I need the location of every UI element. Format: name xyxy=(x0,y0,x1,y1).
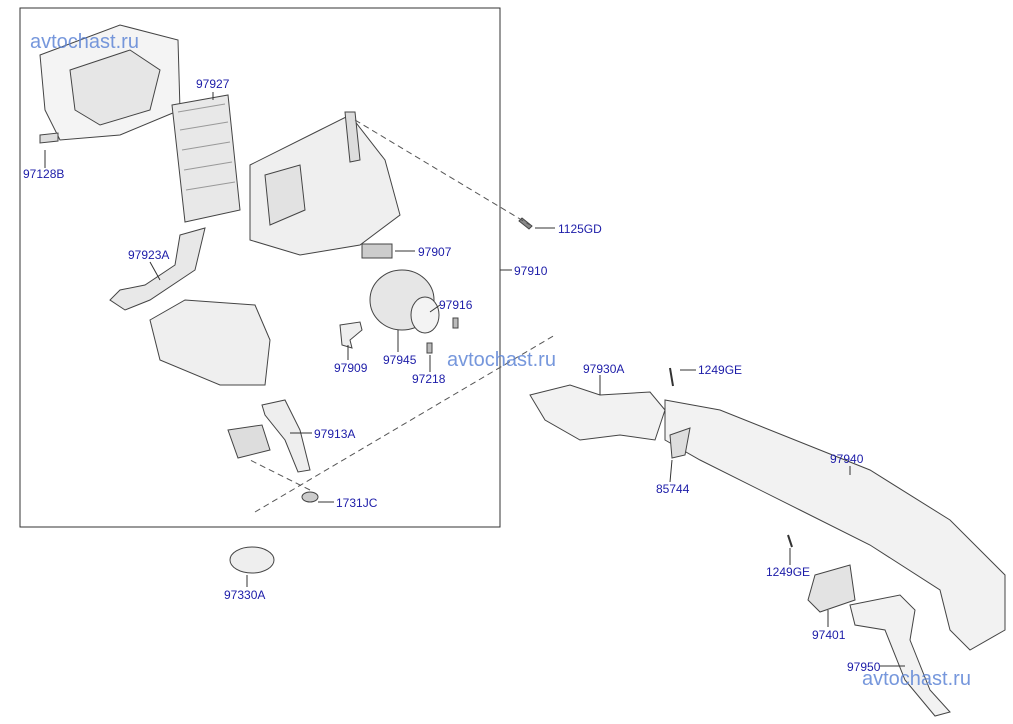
part-lower-case xyxy=(149,299,271,386)
part-label-97950[interactable]: 97950 xyxy=(847,660,881,674)
part-cover-97401 xyxy=(807,564,856,613)
part-label-97923A[interactable]: 97923A xyxy=(128,248,170,262)
assembly-frame xyxy=(19,7,501,528)
part-label-1249GE-2[interactable]: 1249GE xyxy=(766,565,811,579)
watermark: avtochast.ru xyxy=(30,31,139,53)
part-label-1249GE[interactable]: 1249GE xyxy=(698,363,743,377)
part-label-97913A[interactable]: 97913A xyxy=(314,427,356,441)
part-label-85744[interactable]: 85744 xyxy=(656,482,690,496)
part-grommet xyxy=(301,491,319,503)
part-label-1125GD[interactable]: 1125GD xyxy=(558,222,602,236)
part-label-97930A[interactable]: 97930A xyxy=(583,362,625,376)
part-screw-97916 xyxy=(452,317,459,329)
part-hose-assy xyxy=(109,227,206,311)
watermark: avtochast.ru xyxy=(862,668,971,690)
part-label-97916[interactable]: 97916 xyxy=(439,298,473,312)
part-screw-1249GE xyxy=(669,367,674,387)
part-label-97907[interactable]: 97907 xyxy=(418,245,452,259)
part-seal xyxy=(227,424,271,459)
part-duct-97930A xyxy=(529,384,666,441)
part-drain-hose xyxy=(339,321,363,349)
part-clip xyxy=(39,132,59,144)
part-bracket-85744 xyxy=(669,427,691,459)
watermark: avtochast.ru xyxy=(447,349,556,371)
part-label-97401[interactable]: 97401 xyxy=(812,628,846,642)
part-plug-97330A xyxy=(229,546,275,574)
part-label-97909[interactable]: 97909 xyxy=(334,361,368,375)
part-screw-1249GE-2 xyxy=(787,534,793,548)
part-label-97330A[interactable]: 97330A xyxy=(224,588,266,602)
part-duct-97950 xyxy=(849,594,951,717)
part-label-97910[interactable]: 97910 xyxy=(514,264,548,278)
part-duct-97940 xyxy=(664,399,1006,651)
part-screw-97218 xyxy=(426,342,433,354)
part-label-97940[interactable]: 97940 xyxy=(830,452,864,466)
part-resistor xyxy=(361,243,393,259)
part-label-97218[interactable]: 97218 xyxy=(412,372,446,386)
part-drain-tube xyxy=(261,399,311,473)
part-label-1731JC[interactable]: 1731JC xyxy=(336,496,378,510)
part-label-97128B[interactable]: 97128B xyxy=(23,167,65,181)
part-label-97945[interactable]: 97945 xyxy=(383,353,417,367)
part-evaporator xyxy=(171,94,241,223)
part-label-97927[interactable]: 97927 xyxy=(196,77,230,91)
part-heater-case xyxy=(249,114,401,256)
